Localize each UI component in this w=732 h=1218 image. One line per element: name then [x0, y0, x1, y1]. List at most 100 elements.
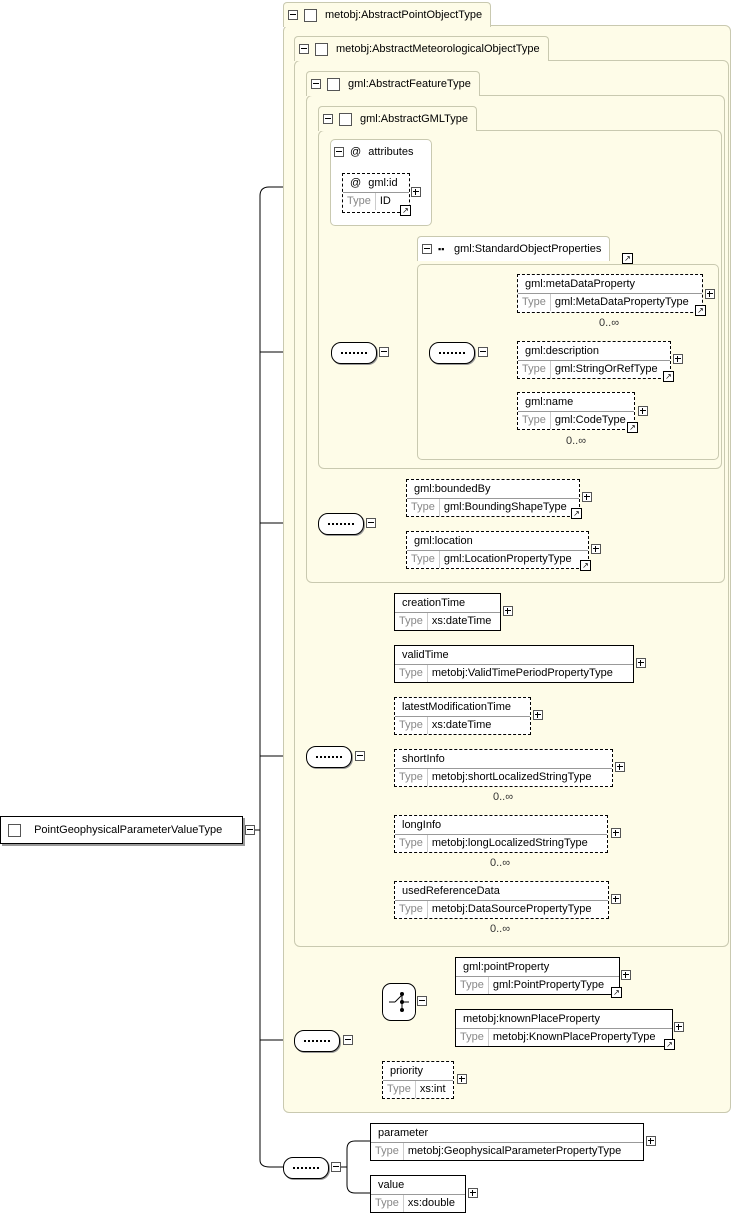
attribute-icon: @ — [350, 146, 362, 158]
expand-icon[interactable] — [638, 406, 648, 416]
type-key: Type — [518, 412, 551, 429]
collapse-icon[interactable] — [311, 79, 321, 90]
expand-icon[interactable] — [591, 544, 601, 554]
expand-icon[interactable] — [457, 1074, 467, 1084]
sequence-compositor — [306, 746, 352, 768]
collapse-icon[interactable] — [323, 114, 333, 125]
collapse-icon[interactable] — [343, 1035, 353, 1045]
expand-icon[interactable] — [533, 710, 543, 720]
type-key: Type — [407, 499, 440, 516]
abstract-point-object-label: metobj:AbstractPointObjectType — [325, 9, 483, 21]
collapse-icon[interactable] — [417, 996, 427, 1006]
collapse-icon[interactable] — [379, 347, 389, 357]
element-name: gml:metaDataProperty — [525, 278, 636, 290]
standard-object-properties-tab[interactable]: ▪▪gml:StandardObjectProperties — [417, 236, 611, 261]
collapse-icon[interactable] — [331, 1162, 341, 1172]
collapse-icon[interactable] — [366, 518, 376, 528]
element-name: latestModificationTime — [402, 701, 512, 713]
expand-icon[interactable] — [646, 1136, 656, 1146]
link-icon[interactable]: ↗ — [663, 371, 674, 382]
collapse-icon[interactable] — [422, 244, 432, 255]
multiplicity: 0..∞ — [490, 857, 511, 869]
abstract-gml-tab[interactable]: gml:AbstractGMLType — [318, 106, 477, 131]
expand-icon[interactable] — [621, 970, 631, 980]
link-icon[interactable]: ↗ — [695, 305, 706, 316]
collapse-icon[interactable] — [245, 825, 255, 835]
link-icon[interactable]: ↗ — [611, 987, 622, 998]
expand-icon[interactable] — [611, 828, 621, 838]
link-icon[interactable]: ↗ — [400, 205, 411, 216]
type-key: Type — [395, 835, 428, 852]
collapse-icon[interactable] — [299, 44, 309, 55]
expand-icon[interactable] — [705, 289, 715, 299]
expand-icon[interactable] — [615, 762, 625, 772]
element-name: gml:pointProperty — [463, 961, 550, 973]
complex-type-icon — [315, 42, 328, 56]
expand-icon[interactable] — [673, 354, 683, 364]
link-icon[interactable]: ↗ — [622, 253, 633, 264]
type-key: Type — [456, 977, 489, 994]
element-type: metobj:ValidTimePeriodPropertyType — [431, 667, 613, 679]
element-type: gml:MetaDataPropertyType — [554, 296, 689, 308]
element-name: gml:boundedBy — [414, 483, 491, 495]
element-type: metobj:GeophysicalParameterPropertyType — [407, 1145, 622, 1157]
complex-type-icon — [8, 823, 21, 837]
group-icon: ▪▪ — [438, 244, 445, 254]
element-type: gml:LocationPropertyType — [443, 553, 572, 565]
expand-icon[interactable] — [674, 1022, 684, 1032]
expand-icon[interactable] — [582, 492, 592, 502]
type-key: Type — [518, 294, 551, 311]
sequence-compositor — [283, 1157, 329, 1179]
abstract-feature-label: gml:AbstractFeatureType — [348, 78, 471, 90]
abstract-meteorological-object-label: metobj:AbstractMeteorologicalObjectType — [336, 43, 540, 55]
expand-icon[interactable] — [503, 606, 513, 616]
collapse-icon[interactable] — [334, 147, 344, 158]
sequence-compositor — [331, 342, 377, 364]
choice-compositor — [382, 983, 416, 1021]
abstract-meteorological-object-tab[interactable]: metobj:AbstractMeteorologicalObjectType — [294, 36, 549, 61]
abstract-feature-tab[interactable]: gml:AbstractFeatureType — [306, 71, 480, 96]
element-type: metobj:KnownPlacePropertyType — [492, 1031, 656, 1043]
complex-type-icon — [304, 8, 317, 22]
expand-icon[interactable] — [611, 894, 621, 904]
collapse-icon[interactable] — [288, 10, 298, 21]
abstract-point-object-tab[interactable]: metobj:AbstractPointObjectType — [283, 2, 492, 27]
expand-icon[interactable] — [468, 1188, 478, 1198]
collapse-icon[interactable] — [355, 751, 365, 761]
link-icon[interactable]: ↗ — [571, 508, 582, 519]
expand-icon[interactable] — [636, 658, 646, 668]
type-key: Type — [395, 665, 428, 682]
type-key: Type — [395, 613, 428, 630]
link-icon[interactable]: ↗ — [627, 422, 638, 433]
root-type-name: PointGeophysicalParameterValueType — [34, 824, 223, 836]
expand-icon[interactable] — [411, 187, 421, 197]
element-name: value — [378, 1179, 405, 1191]
element-name: shortInfo — [402, 753, 445, 765]
collapse-icon[interactable] — [478, 347, 488, 357]
root-type-box[interactable]: PointGeophysicalParameterValueType — [0, 816, 243, 844]
element-name: creationTime — [402, 597, 466, 609]
link-icon[interactable]: ↗ — [664, 1039, 675, 1050]
link-icon[interactable]: ↗ — [580, 560, 591, 571]
attributes-title[interactable]: @ attributes — [334, 146, 413, 158]
sequence-compositor — [318, 513, 364, 535]
attributes-label: attributes — [368, 146, 414, 158]
type-key: Type — [456, 1029, 489, 1046]
